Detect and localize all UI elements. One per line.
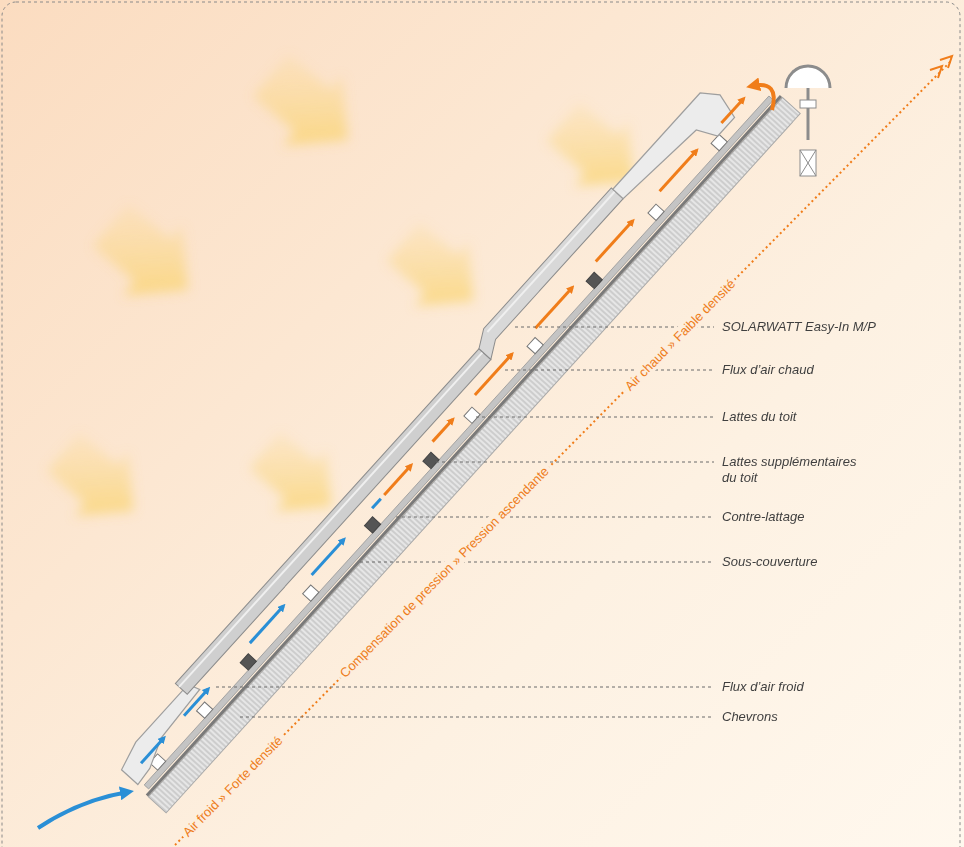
part-label: Flux d’air chaud <box>722 362 814 378</box>
roof-section <box>99 53 800 813</box>
part-label: Flux d’air froid <box>722 679 804 695</box>
sun-rays <box>36 40 660 543</box>
part-label: Chevrons <box>722 709 778 725</box>
part-label: SOLARWATT Easy-In M/P <box>722 319 876 335</box>
part-label: Sous-couverture <box>722 554 817 570</box>
part-label: Lattes du toit <box>722 409 796 425</box>
part-label: Lattes supplémentaires du toit <box>722 454 872 486</box>
part-label: Contre-lattage <box>722 509 804 525</box>
